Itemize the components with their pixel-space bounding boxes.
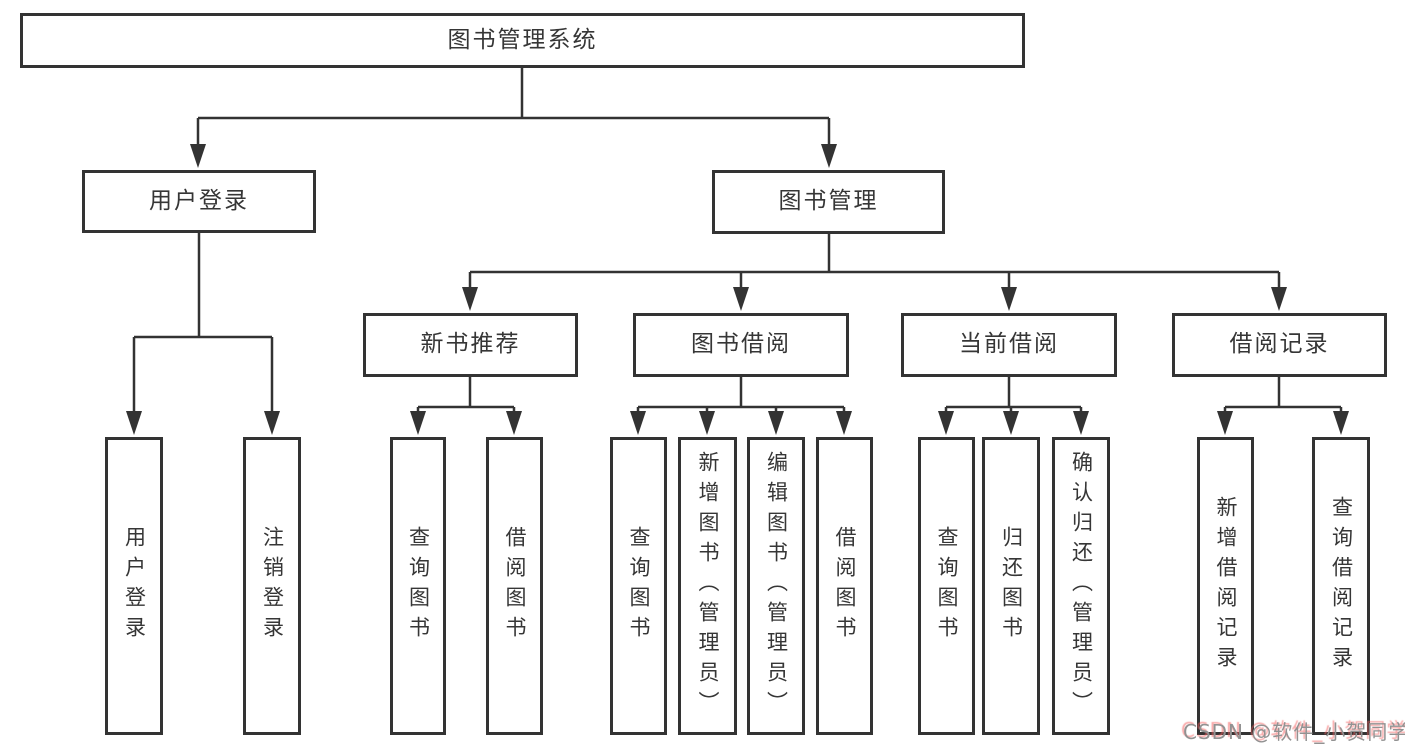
connector-root-to-level2 [190,68,837,168]
leaf-borrow-edit-books-admin: 编辑图书（管理员） [747,437,805,735]
node-book-management: 图书管理 [712,170,945,234]
node-user-login: 用户登录 [82,170,316,233]
connector-user-login-to-leaves [126,233,280,435]
leaf-borrow-query-books: 查询图书 [610,437,667,735]
node-new-book-recommend: 新书推荐 [363,313,578,377]
leaf-borrow-add-books-admin: 新增图书（管理员） [678,437,737,735]
leaf-newbooks-query-books: 查询图书 [390,437,446,735]
leaf-current-query-books: 查询图书 [918,437,975,735]
leaf-current-confirm-return-admin: 确认归还（管理员） [1052,437,1110,735]
node-book-borrowing: 图书借阅 [633,313,849,377]
leaf-newbooks-borrow-books: 借阅图书 [486,437,543,735]
node-borrowing-records: 借阅记录 [1172,313,1387,377]
connector-book-mgmt-to-level3 [462,234,1287,311]
node-current-borrowing: 当前借阅 [901,313,1117,377]
leaf-borrow-borrow-books: 借阅图书 [816,437,873,735]
leaf-records-query-record: 查询借阅记录 [1312,437,1370,735]
connector-current-borrow-to-leaves [938,377,1089,435]
connector-new-books-to-leaves [410,377,522,435]
leaf-records-add-record: 新增借阅记录 [1197,437,1254,735]
leaf-user-login: 用户登录 [105,437,163,735]
leaf-current-return-books: 归还图书 [982,437,1040,735]
leaf-logout: 注销登录 [243,437,301,735]
node-root-library-system: 图书管理系统 [20,13,1025,68]
connector-borrow-records-to-leaves [1217,377,1349,435]
csdn-watermark: CSDN @软件_小贺同学 [1183,720,1405,744]
connector-book-borrow-to-leaves [630,377,852,435]
